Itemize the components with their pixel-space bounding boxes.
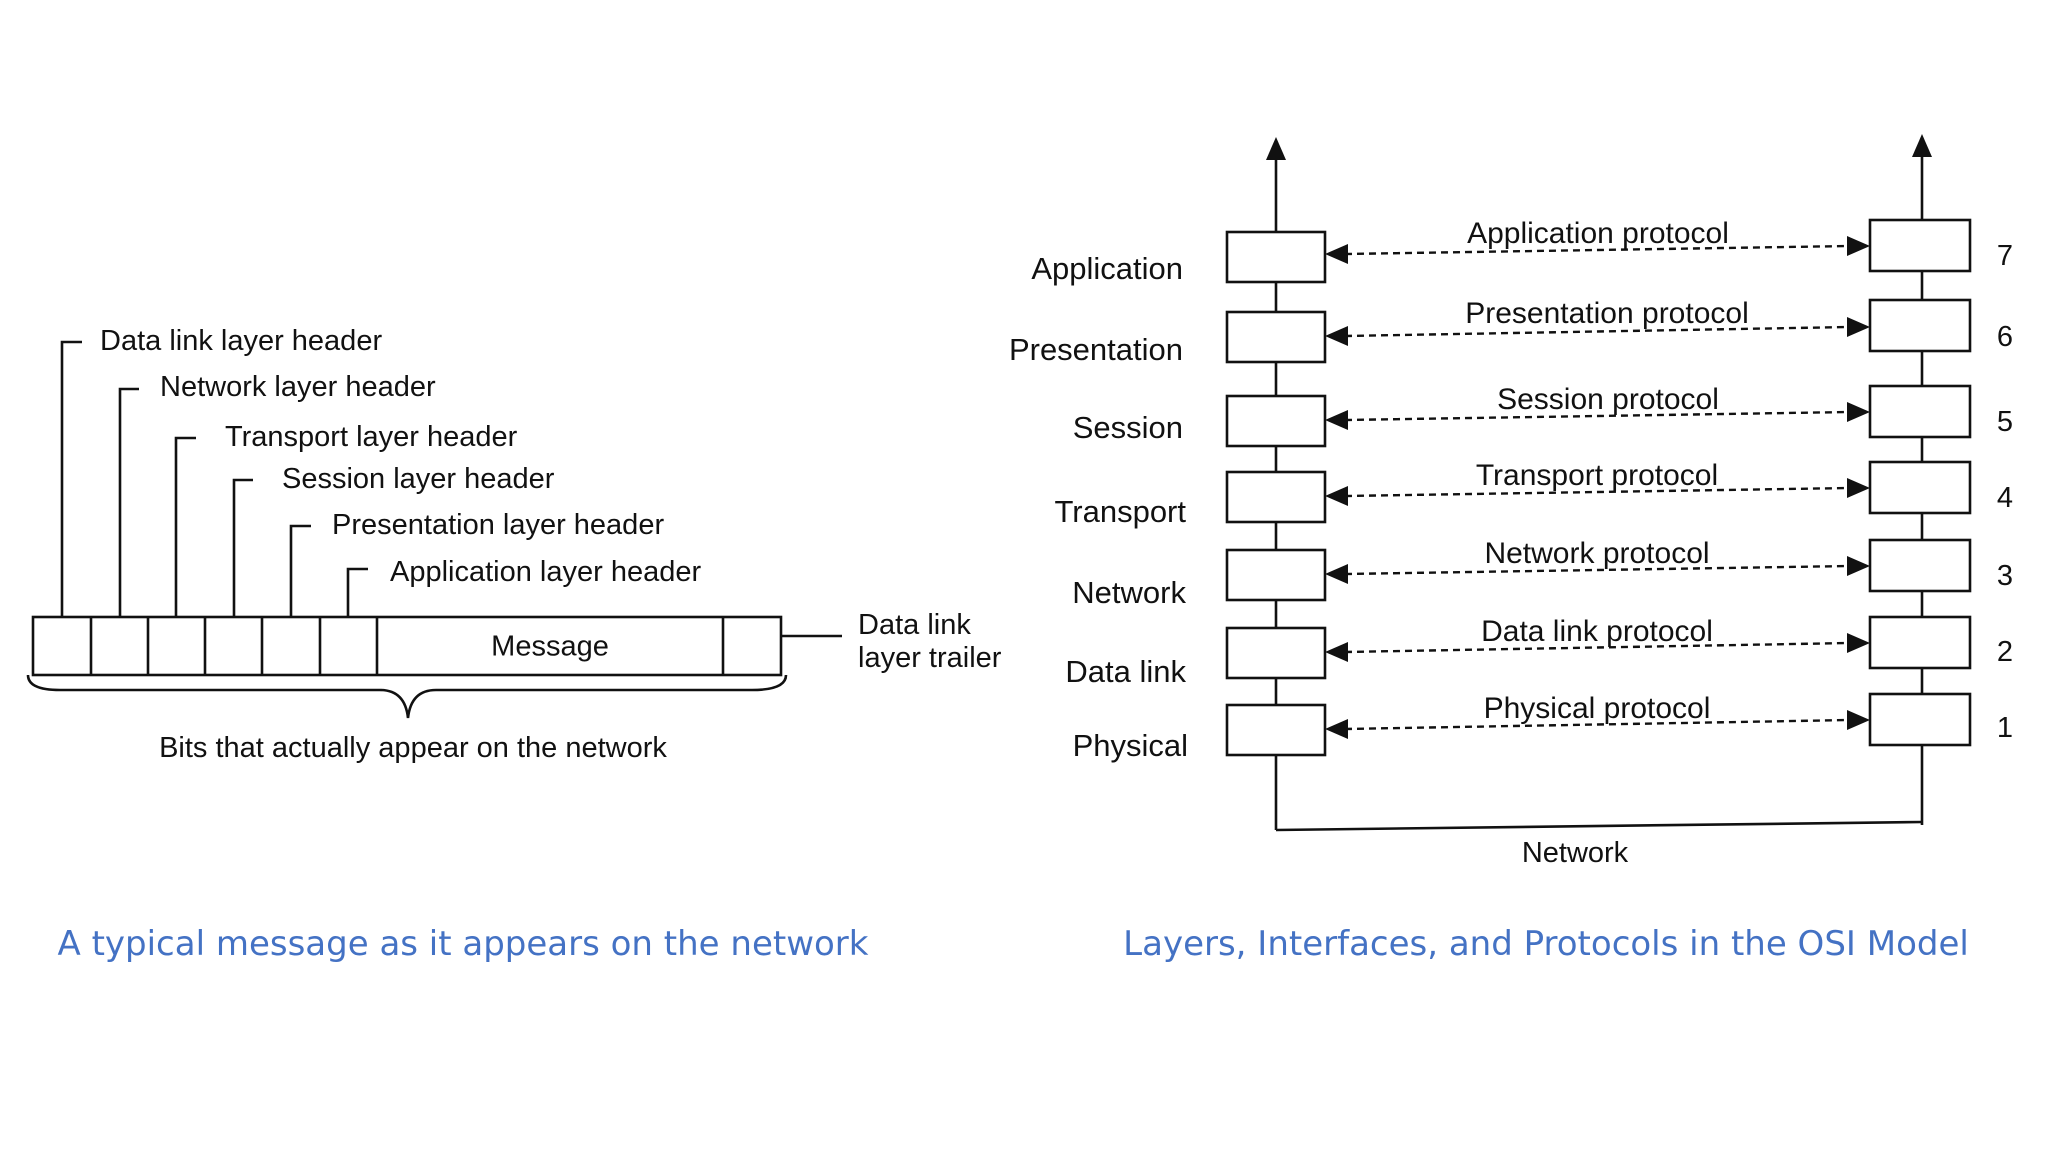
leader-transport-header <box>174 436 196 617</box>
message-bar: Message <box>31 615 783 677</box>
protocol-arrowhead-left <box>1325 719 1348 739</box>
protocol-label-transport: Transport protocol <box>1476 459 1718 492</box>
message-bar-outline <box>31 615 783 677</box>
layer-number-2: 2 <box>1997 636 2013 668</box>
left-box-transport <box>1225 470 1327 524</box>
protocol-arrowhead-right <box>1847 556 1870 576</box>
protocol-label-physical: Physical protocol <box>1484 692 1711 725</box>
layer-number-7: 7 <box>1997 240 2013 272</box>
left-box-session <box>1225 394 1327 448</box>
right-box-session <box>1868 384 1972 439</box>
message-figure-caption: A typical message as it appears on the n… <box>58 924 869 964</box>
layer-name-application: Application <box>1031 251 1183 286</box>
left-box-presentation <box>1225 310 1327 364</box>
header-label-presentation: Presentation layer header <box>332 509 664 541</box>
left-layer-boxes <box>1225 230 1327 757</box>
right-box-transport <box>1868 460 1972 515</box>
layer-number-4: 4 <box>1997 482 2013 514</box>
protocol-arrow-transport <box>1344 486 1851 498</box>
protocol-label-presentation: Presentation protocol <box>1465 297 1749 330</box>
protocol-arrowhead-right <box>1847 633 1870 653</box>
header-label-application: Application layer header <box>390 556 701 588</box>
layer-name-presentation: Presentation <box>1009 332 1183 367</box>
layer-number-5: 5 <box>1997 406 2013 438</box>
header-label-data-link: Data link layer header <box>100 325 382 357</box>
protocol-arrow-application <box>1344 244 1851 256</box>
layer-number-6: 6 <box>1997 321 2013 353</box>
right-box-presentation <box>1868 298 1972 353</box>
protocol-label-data-link: Data link protocol <box>1481 615 1713 648</box>
protocol-arrow-data-link <box>1344 641 1851 654</box>
protocol-arrowhead-right <box>1847 478 1870 498</box>
trailer-label-line1: Data link <box>858 609 971 641</box>
leader-data-link-header <box>60 340 82 617</box>
protocol-arrowhead-right <box>1847 236 1870 256</box>
osi-figure: Network <box>1009 134 2013 964</box>
protocol-arrowhead-left <box>1325 642 1348 662</box>
network-label: Network <box>1522 837 1629 869</box>
left-box-physical <box>1225 703 1327 757</box>
protocol-arrow-session <box>1344 410 1851 422</box>
protocol-label-application: Application protocol <box>1467 217 1729 250</box>
layer-name-session: Session <box>1073 410 1183 445</box>
protocol-arrowhead-left <box>1325 564 1348 584</box>
leader-presentation-header <box>289 524 311 617</box>
leader-application-header <box>346 567 368 617</box>
left-box-application <box>1225 230 1327 284</box>
layer-number-3: 3 <box>1997 560 2013 592</box>
protocol-arrow-network <box>1344 564 1851 576</box>
left-stack-up-arrow <box>1266 137 1286 160</box>
layer-name-network: Network <box>1072 575 1186 610</box>
left-box-data-link <box>1225 626 1327 680</box>
message-label: Message <box>491 631 609 663</box>
right-box-data-link <box>1868 615 1972 670</box>
message-figure: Data link layer header Network layer hea… <box>26 325 1002 964</box>
protocol-arrowhead-left <box>1325 486 1348 506</box>
leader-network-header <box>118 387 139 617</box>
protocol-arrowhead-right <box>1847 402 1870 422</box>
right-box-physical <box>1868 692 1972 747</box>
protocol-arrows <box>1325 236 1870 739</box>
protocol-arrowhead-left <box>1325 244 1348 264</box>
protocol-label-network: Network protocol <box>1484 537 1709 570</box>
right-layer-boxes <box>1868 218 1972 747</box>
header-label-transport: Transport layer header <box>225 421 518 453</box>
protocol-arrowhead-left <box>1325 326 1348 346</box>
header-label-network: Network layer header <box>160 371 436 403</box>
layer-number-1: 1 <box>1997 712 2013 744</box>
header-label-session: Session layer header <box>282 463 555 495</box>
protocol-label-session: Session protocol <box>1497 383 1719 416</box>
trailer-label-line2: layer trailer <box>858 642 1002 674</box>
protocol-arrow-presentation <box>1344 325 1851 338</box>
network-link <box>1275 820 1923 832</box>
leader-session-header <box>232 478 253 617</box>
protocol-arrowhead-right <box>1847 317 1870 337</box>
right-stack-up-arrow <box>1912 134 1932 157</box>
osi-figure-caption: Layers, Interfaces, and Protocols in the… <box>1123 924 1969 964</box>
right-box-network <box>1868 538 1972 593</box>
protocol-arrowhead-left <box>1325 410 1348 430</box>
layer-name-physical: Physical <box>1073 728 1188 763</box>
network-bits-brace <box>26 674 788 719</box>
protocol-arrow-physical <box>1344 718 1851 731</box>
layer-name-data-link: Data link <box>1065 654 1186 689</box>
layer-name-transport: Transport <box>1054 494 1186 529</box>
left-box-network <box>1225 548 1327 602</box>
header-leaders <box>60 340 368 617</box>
protocol-arrowhead-right <box>1847 710 1870 730</box>
brace-label: Bits that actually appear on the network <box>159 732 667 764</box>
right-box-application <box>1868 218 1972 273</box>
